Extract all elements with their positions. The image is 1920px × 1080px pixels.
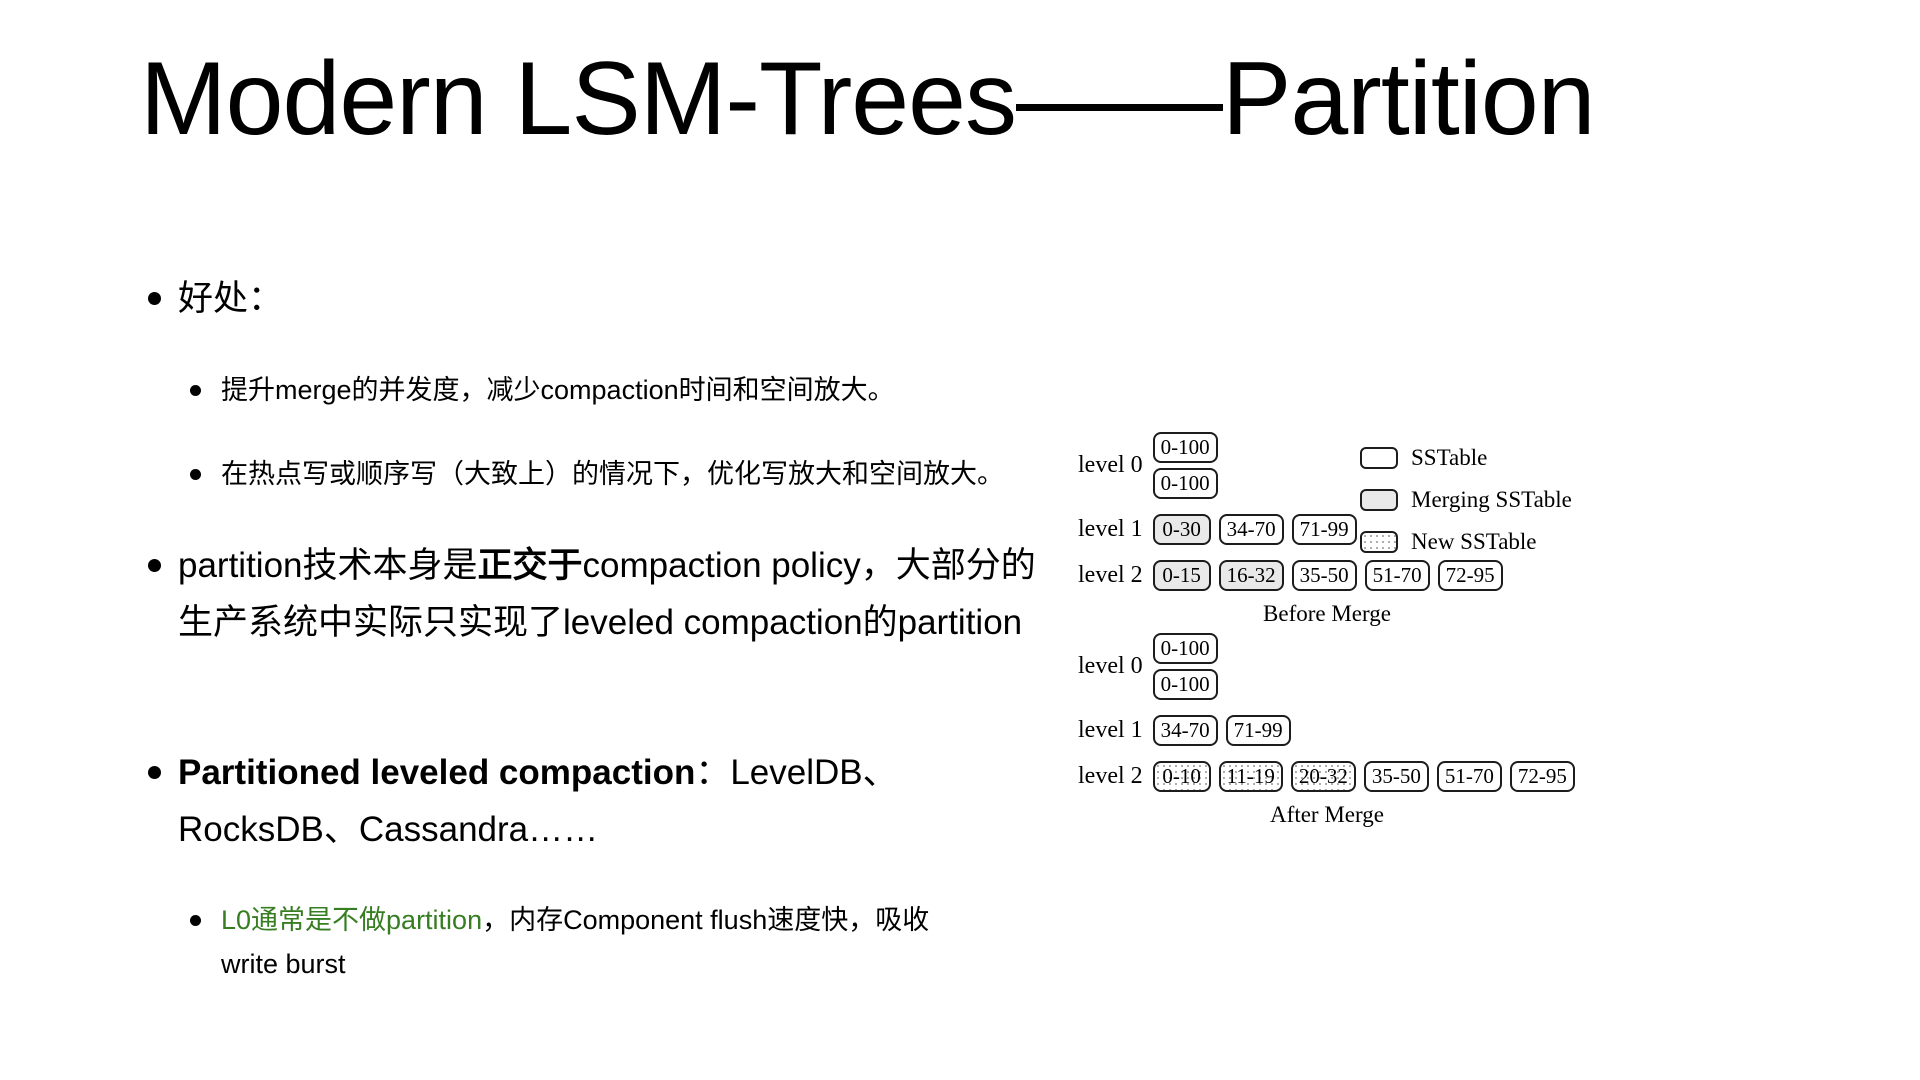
sstable-box-plain: 0-100 <box>1152 468 1218 499</box>
sstable-box-plain: 51-70 <box>1436 761 1502 792</box>
sstable-box-group: 0-100 0-100 <box>1152 633 1218 700</box>
legend-swatch-plain-icon <box>1360 447 1398 469</box>
legend-item: New SSTable <box>1360 529 1572 555</box>
level-label: level 2 <box>1078 763 1143 789</box>
bullet-dot-icon <box>190 469 201 480</box>
text-segment-bold: Partitioned leveled compaction <box>178 753 696 792</box>
bullet-benefit-hotspot: 在热点写或顺序写（大致上）的情况下，优化写放大和空间放大。 <box>190 452 1130 496</box>
sstable-box-merging: 16-32 <box>1218 560 1284 591</box>
legend-label: New SSTable <box>1411 529 1537 554</box>
sstable-box-plain: 0-100 <box>1152 432 1218 463</box>
bullet-dot-icon <box>148 292 161 305</box>
sstable-box-plain: 71-99 <box>1291 514 1357 545</box>
systems-text: Partitioned leveled compaction：LevelDB、R… <box>178 744 1063 858</box>
bullet-dot-icon <box>190 915 201 926</box>
sstable-box-merging: 0-30 <box>1152 514 1211 545</box>
bullet-l0-note: L0通常是不做partition，内存Component flush速度快，吸收… <box>190 898 990 986</box>
orthogonal-text: partition技术本身是正交于compaction policy，大部分的生… <box>178 537 1063 651</box>
text-segment: ：LevelDB、RocksDB、Cassandra…… <box>178 753 898 849</box>
legend-label: Merging SSTable <box>1411 487 1572 512</box>
sstable-box-plain: 35-50 <box>1363 761 1429 792</box>
bullet-orthogonal: partition技术本身是正交于compaction policy，大部分的生… <box>148 537 1063 651</box>
level-label: level 1 <box>1078 516 1143 542</box>
sstable-box-plain: 72-95 <box>1437 560 1503 591</box>
sstable-box-plain: 35-50 <box>1291 560 1357 591</box>
sstable-box-plain: 72-95 <box>1509 761 1575 792</box>
bullet-dot-icon <box>190 385 201 396</box>
diagram-caption-before: Before Merge <box>1263 601 1391 626</box>
slide-title: Modern LSM-Trees——Partition <box>140 41 1595 157</box>
bullet-systems: Partitioned leveled compaction：LevelDB、R… <box>148 744 1063 858</box>
sstable-box-plain: 34-70 <box>1152 715 1218 746</box>
legend-swatch-new-icon <box>1360 531 1398 553</box>
benefits-heading-text: 好处： <box>178 279 284 318</box>
legend-label: SSTable <box>1411 445 1488 470</box>
sstable-box-group: 0-100 0-100 <box>1152 432 1218 499</box>
legend-item: SSTable <box>1360 445 1572 471</box>
diagram-caption-after: After Merge <box>1270 802 1384 827</box>
bullet-dot-icon <box>148 559 161 572</box>
benefit-hotspot-text: 在热点写或顺序写（大致上）的情况下，优化写放大和空间放大。 <box>221 459 1004 489</box>
bullet-benefits-heading: 好处： <box>148 270 1063 327</box>
text-segment: partition技术本身是 <box>178 546 478 585</box>
sstable-box-plain: 0-100 <box>1152 633 1218 664</box>
level-label: level 0 <box>1078 653 1143 679</box>
text-segment: ，内存Component flush速度快，吸收 write burst <box>221 905 930 979</box>
level-label: level 0 <box>1078 452 1143 478</box>
sstable-box-plain: 71-99 <box>1225 715 1291 746</box>
level-row: level 0 0-100 0-100 <box>1078 432 1575 499</box>
text-segment-green: L0通常是不做partition <box>221 905 483 935</box>
legend-item: Merging SSTable <box>1360 487 1572 513</box>
sstable-box-new: 20-32 <box>1290 761 1356 792</box>
sstable-box-plain: 0-100 <box>1152 669 1218 700</box>
bullet-dot-icon <box>148 766 161 779</box>
level-label: level 1 <box>1078 717 1143 743</box>
sstable-box-new: 0-10 <box>1152 761 1211 792</box>
text-segment-bold: 正交于 <box>477 546 583 585</box>
sstable-box-plain: 51-70 <box>1364 560 1430 591</box>
l0-note-text: L0通常是不做partition，内存Component flush速度快，吸收… <box>221 898 990 986</box>
sstable-box-new: 11-19 <box>1218 761 1283 792</box>
bullet-benefit-merge: 提升merge的并发度，减少compaction时间和空间放大。 <box>190 368 1130 412</box>
legend-swatch-merging-icon <box>1360 489 1398 511</box>
sstable-box-plain: 34-70 <box>1218 514 1284 545</box>
level-row: level 0 0-100 0-100 <box>1078 633 1575 700</box>
text-segment: compaction policy，大部分的生产系统中实际只实现了leveled… <box>178 546 1036 642</box>
sstable-box-merging: 0-15 <box>1152 560 1211 591</box>
benefit-merge-text: 提升merge的并发度，减少compaction时间和空间放大。 <box>221 375 895 405</box>
level-label: level 2 <box>1078 562 1143 588</box>
